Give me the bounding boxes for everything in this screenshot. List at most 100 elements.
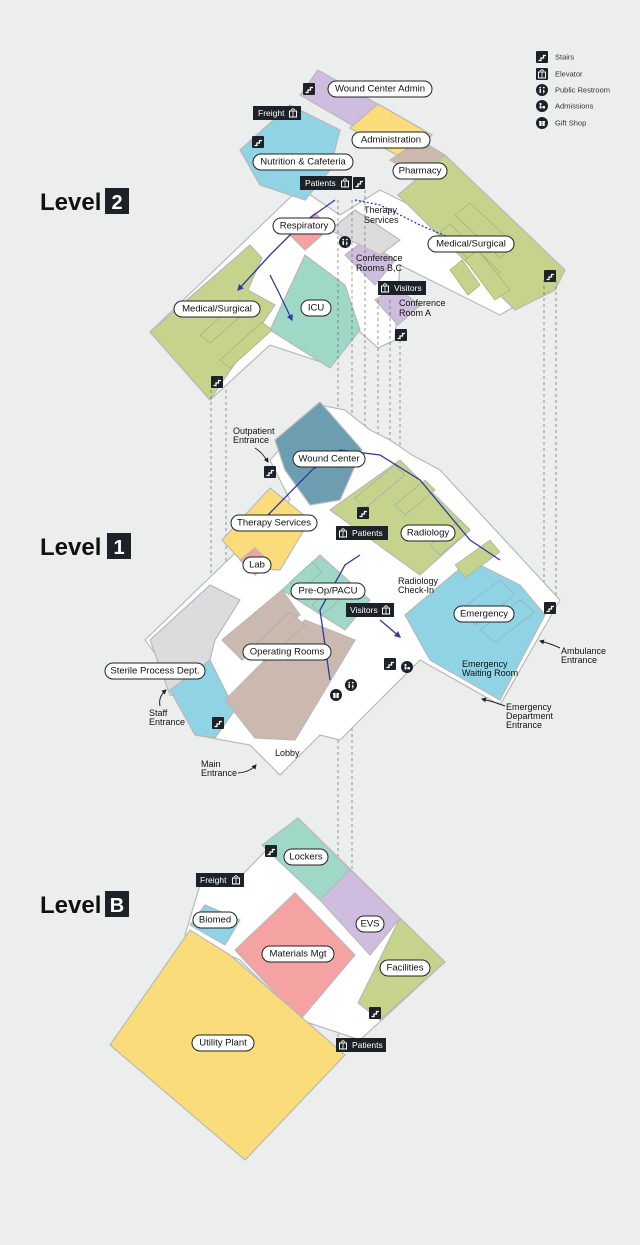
patients-elevator-tag: Patients [300,176,352,190]
svg-text:Nutrition & Cafeteria: Nutrition & Cafeteria [260,157,346,168]
level-number: 1 [113,537,124,559]
staff-entrance-text: Staff Entrance [149,689,185,727]
svg-text:Sterile Process Dept.: Sterile Process Dept. [110,666,199,677]
elevator-icon [338,176,352,190]
label-therapy-services: Therapy Services [230,514,318,532]
outpatient-entrance-text: Outpatient Entrance [233,426,275,463]
label-emergency: Emergency [453,605,515,623]
label-lockers: Lockers [283,848,329,866]
level-word: Level [40,892,101,919]
svg-text:Administration: Administration [361,135,421,146]
visitors-elevator-tag: Visitors [346,603,394,617]
label-icu: ICU [300,299,332,317]
label-facilities: Facilities [379,959,431,977]
stairs-icon [352,176,366,190]
admissions-icon [401,661,413,673]
svg-text:Outpatient: Outpatient [233,426,275,436]
svg-text:Emergency: Emergency [462,659,508,669]
elevator-icon [535,67,549,81]
route-line [267,449,501,561]
stairs-icon [263,465,277,479]
svg-text:Waiting Room: Waiting Room [462,668,518,678]
label-sterile: Sterile Process Dept. [104,662,206,680]
legend-label: Elevator [555,70,583,79]
svg-text:Utility Plant: Utility Plant [199,1038,247,1049]
elevator-icon [336,526,350,540]
label-administration: Administration [351,131,431,149]
svg-text:Rooms B,C: Rooms B,C [356,263,403,273]
svg-text:Main: Main [201,759,221,769]
level-number-box [105,891,129,917]
stairs-icon [302,82,316,96]
svg-text:Entrance: Entrance [201,768,237,778]
label-nutrition: Nutrition & Cafeteria [252,153,354,171]
level-word: Level [40,534,101,561]
route-line [237,199,336,291]
label-wound-center: Wound Center [292,450,366,468]
label-biomed: Biomed [192,911,238,929]
level-b-heading: Level B [40,891,129,919]
svg-text:Lab: Lab [249,560,265,571]
svg-text:Conference: Conference [399,298,446,308]
legend-label: Gift Shop [555,119,586,128]
svg-text:Entrance: Entrance [506,720,542,730]
level-2-heading: Level 2 [40,188,129,216]
label-wound-center-admin: Wound Center Admin [327,80,433,98]
stairs-icon [264,844,278,858]
conference-a-text: Conference Room A [399,298,446,318]
svg-text:Visitors: Visitors [394,283,422,293]
main-entrance-text: Main Entrance [201,759,257,778]
level-b: Level B Lockers Biomed EVS Materials Mgt [40,817,446,1161]
patients-elevator-tag: Patients [336,1038,386,1052]
svg-text:Therapy Services: Therapy Services [237,518,311,529]
level-number-box [107,533,131,559]
svg-text:Entrance: Entrance [149,717,185,727]
svg-text:Pharmacy: Pharmacy [399,166,442,177]
admissions-icon [536,100,548,112]
gift-shop-icon [535,116,549,130]
stairs-icon [543,601,557,615]
elevator-icon [286,106,300,120]
svg-text:Wound Center Admin: Wound Center Admin [335,84,425,95]
svg-text:Radiology: Radiology [407,528,449,539]
label-evs: EVS [355,915,385,933]
stairs-icon [535,50,549,64]
stairs-icon [543,269,557,283]
svg-text:EVS: EVS [360,919,379,930]
legend-elevator: Elevator [535,67,583,81]
svg-text:Operating Rooms: Operating Rooms [250,647,325,658]
elevator-icon [379,603,393,617]
svg-text:Patients: Patients [352,1040,383,1050]
restroom-icon [536,84,548,96]
svg-text:Department: Department [506,711,554,721]
visitors-elevator-tag: Visitors [378,281,426,295]
svg-text:Medical/Surgical: Medical/Surgical [436,239,506,250]
lobby-text: Lobby [275,748,300,758]
elevator-icon [336,1038,350,1052]
label-lab: Lab [242,556,272,574]
svg-text:Biomed: Biomed [199,915,231,926]
label-utility-plant: Utility Plant [191,1034,255,1052]
restroom-icon [345,679,357,691]
freight-elevator-tag: Freight [196,873,244,887]
elevator-icon [378,281,392,295]
level-1: Level 1 [40,401,606,778]
svg-text:Radiology: Radiology [398,576,439,586]
operating-rooms-upper [221,589,301,661]
svg-text:Room A: Room A [399,308,431,318]
svg-text:Entrance: Entrance [561,655,597,665]
legend: Stairs Elevator Public Restroom Admissio… [535,50,610,130]
level-number-box [105,188,129,214]
svg-text:Lockers: Lockers [289,852,323,863]
stairs-icon [211,716,225,730]
er-waiting-room-text: Emergency Waiting Room [462,659,518,678]
level-1-heading: Level 1 [40,533,131,561]
svg-text:Freight: Freight [258,108,285,118]
svg-text:Conference: Conference [356,253,403,263]
svg-text:Services: Services [364,215,399,225]
svg-text:Emergency: Emergency [460,609,508,620]
ambulance-entrance-text: Ambulance Entrance [539,639,606,665]
label-radiology: Radiology [400,524,456,542]
stairs-icon [368,1006,382,1020]
